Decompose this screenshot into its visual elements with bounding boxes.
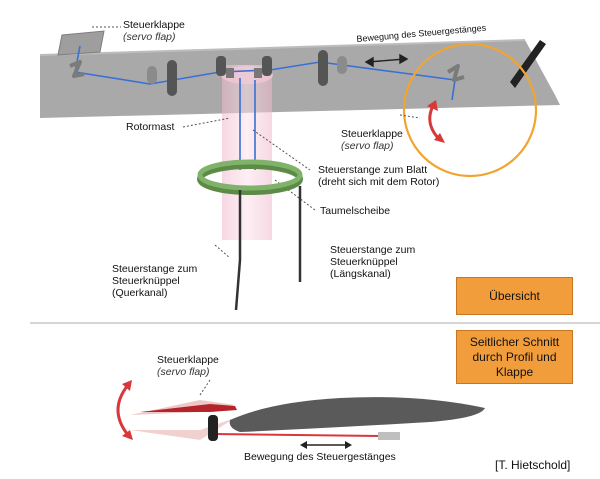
swashplate — [197, 159, 303, 195]
label-servo-flap-right: Steuerklappe — [341, 128, 403, 140]
label-stick-lat-3: (Querkanal) — [112, 287, 168, 299]
label-blade-rod-1: Steuerstange zum Blatt — [318, 164, 428, 176]
rotor-blade — [40, 40, 560, 118]
label-stick-lat-2: Steuerknüppel — [112, 275, 180, 287]
label-servo-flap-right-en: (servo flap) — [341, 140, 394, 152]
label-stick-long-2: Steuerknüppel — [330, 256, 398, 268]
mixing-levers — [147, 50, 347, 96]
blade-leading-edge — [39, 39, 526, 56]
label-servo-flap-bottom: Steuerklappe — [157, 354, 219, 366]
rotation-arrow-tail — [434, 133, 445, 143]
label-linkage-motion-bottom: Bewegung des Steuergestänges — [244, 451, 396, 463]
airfoil-profile — [229, 397, 485, 432]
blue-control-rods — [74, 45, 456, 170]
highlight-circle — [402, 42, 538, 178]
left-z-linkage — [69, 60, 85, 78]
label-rotor-mast: Rotormast — [126, 121, 175, 133]
label-stick-lat-1: Steuerstange zum — [112, 263, 198, 275]
right-z-linkage — [446, 64, 465, 82]
label-blade-rod-2: (dreht sich mit dem Rotor) — [318, 176, 440, 188]
label-servo-flap-bottom-en: (servo flap) — [157, 366, 210, 378]
credit-text: [T. Hietschold] — [495, 458, 571, 472]
overview-button[interactable]: Übersicht — [456, 277, 573, 315]
label-swashplate: Taumelscheibe — [320, 205, 391, 217]
stick-rods — [234, 186, 302, 311]
rotation-arrow-head — [427, 100, 438, 111]
label-stick-long-3: (Längskanal) — [330, 268, 391, 280]
label-servo-flap-top-en: (servo flap) — [123, 31, 176, 43]
rotor-mast — [222, 65, 272, 240]
servo-flap-left — [57, 30, 105, 56]
servo-flap-section — [116, 380, 485, 449]
servo-flap-right — [510, 40, 546, 88]
section-view-button[interactable]: Seitlicher Schnitt durch Profil und Klap… — [456, 330, 573, 384]
label-servo-flap-top: Steuerklappe — [123, 19, 185, 31]
label-stick-long-1: Steuerstange zum — [330, 244, 416, 256]
motion-arrow-top — [364, 53, 409, 68]
